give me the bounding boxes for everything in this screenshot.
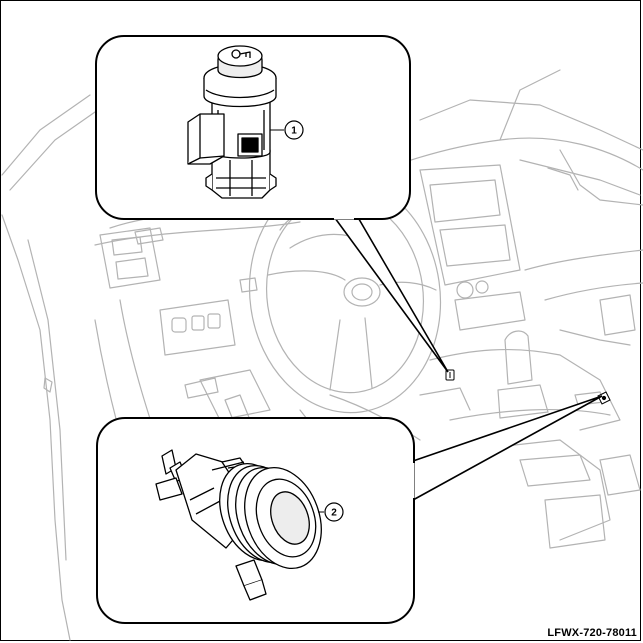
callout-box-lower: 2 (96, 417, 415, 624)
socket-location-marker (597, 391, 611, 405)
power-socket-drawing (155, 449, 322, 601)
callout-box-upper: 1 (95, 35, 411, 220)
callout-1-number: 1 (291, 126, 297, 137)
switch-location-marker (445, 369, 455, 381)
callout-2-circle (324, 502, 344, 522)
callout-2-number: 2 (331, 508, 337, 519)
push-switch-drawing (187, 45, 277, 199)
callout-1-circle (284, 120, 304, 140)
figure-id-label: LFWX-720-78011 (547, 627, 637, 639)
vehicle-interior-background (1, 69, 643, 641)
leader-lines (331, 213, 603, 501)
